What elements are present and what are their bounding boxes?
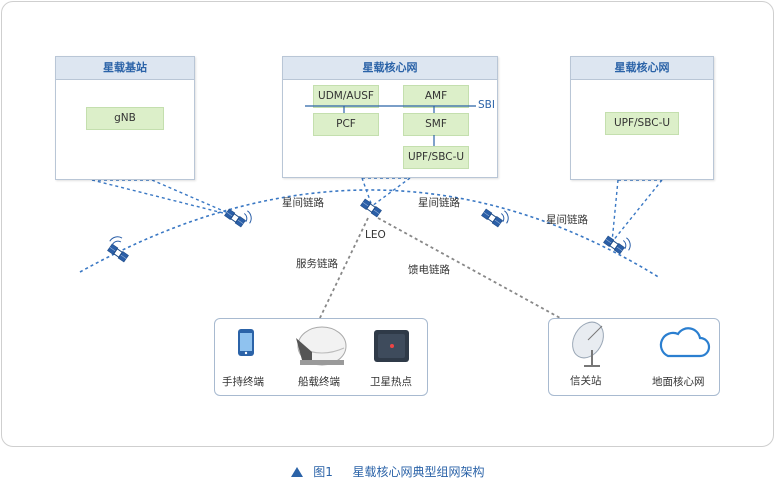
nf-gnb: gNB	[86, 107, 164, 130]
cloud-icon	[659, 327, 711, 358]
figure-number: 图1	[313, 465, 333, 479]
leo-label: LEO	[365, 229, 386, 241]
hotspot-icon	[374, 330, 409, 362]
ground-core-label: 地面核心网	[652, 376, 705, 388]
isl-label: 星间链路	[282, 197, 324, 209]
beam-core-center	[361, 177, 411, 207]
nf-amf: AMF	[403, 85, 469, 108]
nf-upf-right: UPF/SBC-U	[605, 112, 679, 135]
isl-label: 星间链路	[546, 214, 588, 226]
handheld-label: 手持终端	[222, 376, 264, 388]
nf-udm-ausf: UDM/AUSF	[313, 85, 379, 108]
triangle-icon	[291, 467, 304, 477]
feeder-link-line	[377, 217, 583, 331]
feeder-link-label: 馈电链路	[408, 264, 450, 276]
figure-title: 星载核心网典型组网架构	[352, 465, 485, 479]
service-link-label: 服务链路	[296, 258, 338, 270]
shipborne-label: 船载终端	[298, 376, 340, 388]
nf-upf: UPF/SBC-U	[403, 146, 469, 169]
service-link-line	[317, 217, 369, 323]
nf-smf: SMF	[403, 113, 469, 136]
panel-title: 星载核心网	[283, 57, 497, 80]
sbi-label: SBI	[478, 99, 495, 111]
gateway-label: 信关站	[570, 375, 602, 387]
nf-pcf: PCF	[313, 113, 379, 136]
isl-label: 星间链路	[418, 197, 460, 209]
panel-title: 星载基站	[56, 57, 194, 80]
dish-antenna-icon	[572, 321, 604, 367]
phone-icon	[238, 329, 254, 356]
beam-core-right	[611, 179, 663, 243]
hotspot-label: 卫星热点	[370, 376, 412, 388]
panel-core-center: 星载核心网 UDM/AUSF AMF PCF SMF UPF/SBC-U	[282, 56, 498, 178]
panel-core-right: 星载核心网 UPF/SBC-U	[570, 56, 714, 180]
figure-caption: 图1 星载核心网典型组网架构	[0, 463, 776, 480]
beam-gnb	[91, 179, 236, 217]
panel-gnb-station: 星载基站 gNB	[55, 56, 195, 180]
panel-title: 星载核心网	[571, 57, 713, 80]
ship-antenna-icon	[296, 326, 347, 366]
